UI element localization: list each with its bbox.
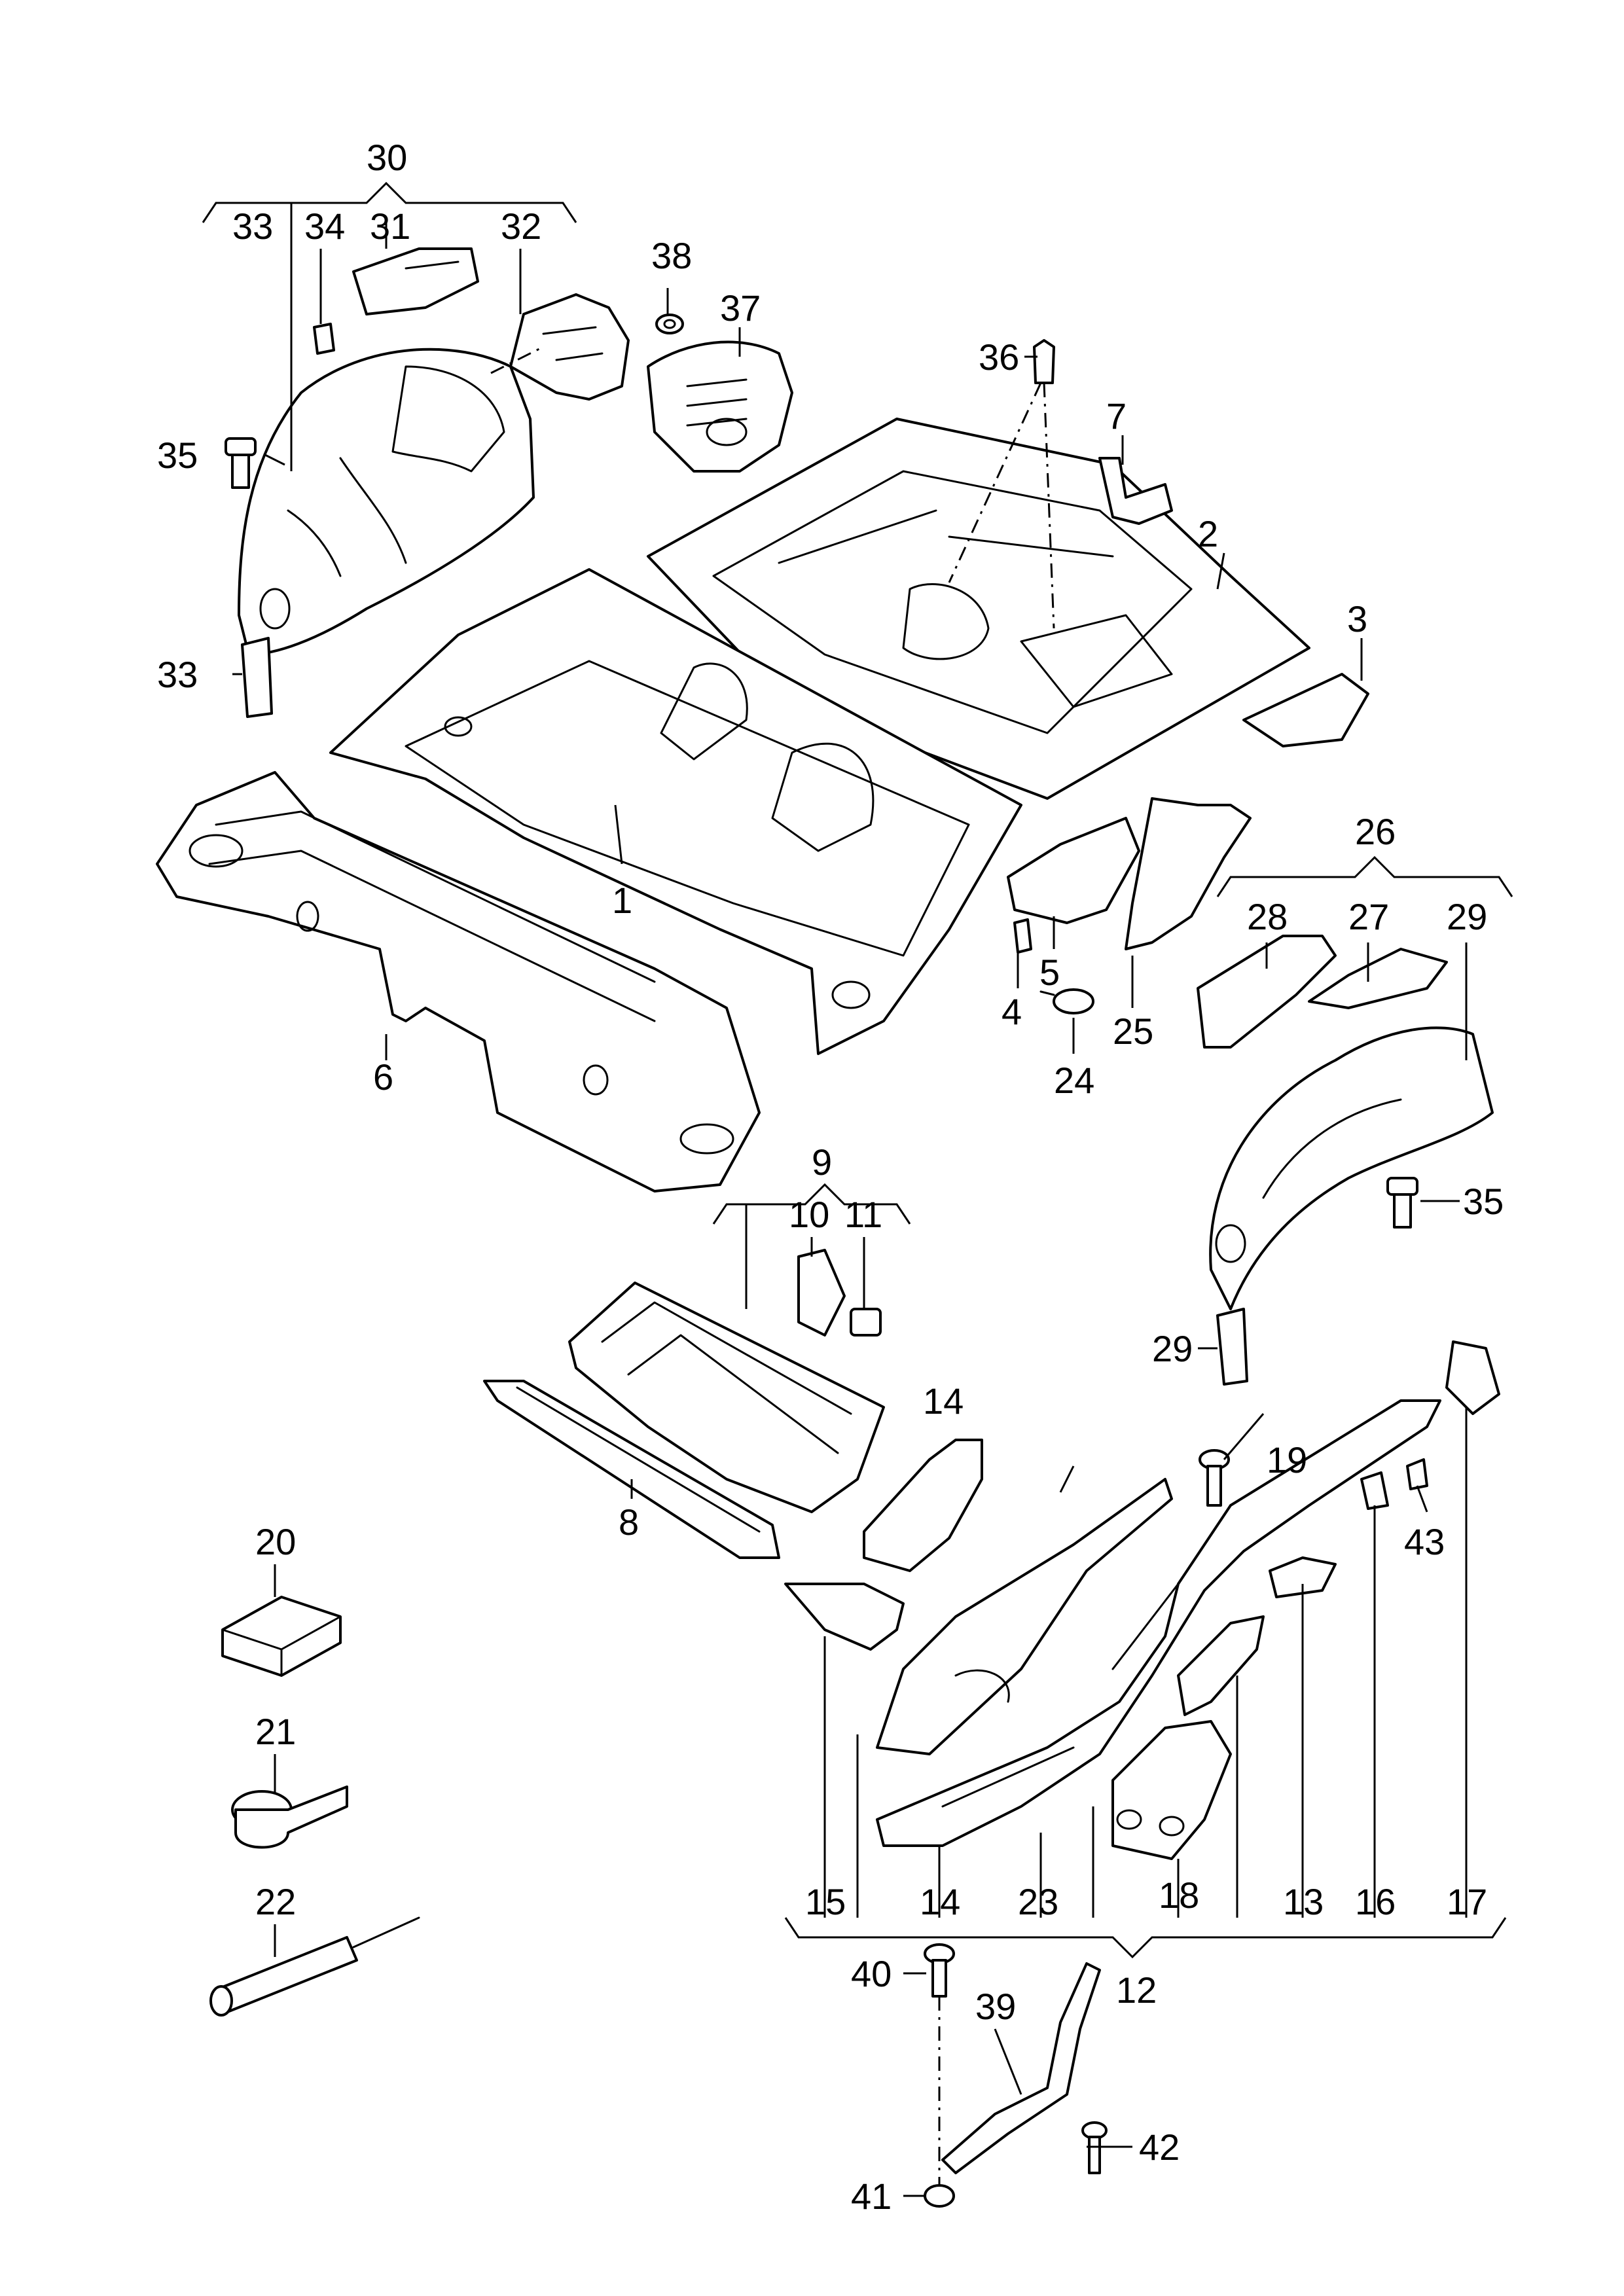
callout-38: 38: [651, 235, 692, 276]
part-21-tape-roll: [231, 1785, 348, 1849]
part-27-bracket: [1308, 948, 1448, 1009]
part-35-bolt-right: [1386, 1177, 1418, 1229]
callout-40: 40: [851, 1953, 892, 1994]
callout-30: 30: [367, 137, 407, 178]
part-40-bolt: [924, 1943, 955, 1998]
callout-34: 34: [304, 206, 345, 247]
part-41-nut: [924, 2184, 955, 2208]
callout-42: 42: [1139, 2126, 1180, 2168]
part-24-bolt: [1039, 988, 1094, 1014]
part-20-pad: [221, 1596, 342, 1677]
callout-20: 20: [255, 1521, 296, 1562]
callout-12: 12: [1116, 1969, 1157, 2011]
callout-23: 23: [1018, 1881, 1058, 1922]
callout-29-lower: 29: [1152, 1328, 1193, 1369]
callout-27: 27: [1348, 896, 1389, 937]
callout-33-lower: 33: [157, 654, 198, 695]
callout-9: 9: [812, 1141, 832, 1183]
callout-7: 7: [1106, 395, 1127, 437]
part-3-panel: [1242, 673, 1369, 747]
part-11-plate: [850, 1308, 882, 1336]
part-5-bracket: [1007, 817, 1140, 924]
callout-2: 2: [1198, 513, 1218, 554]
callout-5: 5: [1039, 952, 1060, 993]
callout-35-left: 35: [157, 435, 198, 476]
callout-21: 21: [255, 1711, 296, 1752]
callout-41: 41: [851, 2176, 892, 2217]
callout-35-right: 35: [1463, 1181, 1504, 1222]
part-30-left-wheel-housing: [238, 348, 535, 718]
part-25-pillar: [1125, 797, 1252, 950]
part-36-clip: [1033, 339, 1055, 384]
callout-19: 19: [1267, 1439, 1307, 1480]
part-23-side-member: [876, 1478, 1173, 1755]
part-29-right-wheel-housing: [1209, 1026, 1494, 1386]
callout-15: 15: [805, 1881, 846, 1922]
callout-13: 13: [1283, 1881, 1324, 1922]
callout-36: 36: [979, 336, 1019, 378]
callout-1: 1: [612, 880, 632, 921]
callout-22: 22: [255, 1881, 296, 1922]
callout-25: 25: [1113, 1011, 1153, 1052]
part-37-cover: [647, 340, 793, 473]
part-12-lower-bracket: [1177, 1615, 1265, 1716]
part-17-plate: [1445, 1340, 1500, 1415]
callout-29-upper: 29: [1447, 896, 1487, 937]
part-14-upper: [863, 1439, 983, 1572]
part-19-bolt: [1199, 1449, 1230, 1507]
part-10-bracket: [797, 1249, 846, 1336]
part-43-clip: [1406, 1458, 1428, 1490]
part-34-clip: [313, 323, 335, 355]
callout-8: 8: [619, 1501, 639, 1543]
callout-32: 32: [501, 206, 541, 247]
callout-3: 3: [1347, 598, 1367, 639]
part-31-bracket: [352, 247, 479, 315]
part-28-bracket: [1197, 935, 1337, 1049]
callout-17: 17: [1447, 1881, 1487, 1922]
callout-16: 16: [1355, 1881, 1396, 1922]
callout-10: 10: [789, 1194, 829, 1235]
part-12-main-rail: [876, 1399, 1441, 1847]
part-15-bracket: [784, 1583, 905, 1651]
callout-14-lower: 14: [920, 1881, 960, 1922]
part-13-bracket: [1269, 1556, 1337, 1598]
callout-6: 6: [373, 1056, 393, 1098]
callout-24: 24: [1054, 1060, 1094, 1101]
callout-26: 26: [1355, 811, 1396, 852]
part-1-floor-pan: [329, 568, 1022, 1055]
part-38-nut: [655, 314, 684, 334]
part-39-strut: [941, 1962, 1101, 2174]
callout-11: 11: [844, 1194, 882, 1235]
callout-31: 31: [370, 206, 410, 247]
part-35-bolt-left: [225, 437, 257, 489]
callout-labels: 1 2 3 4 5 6 7 8 9 10 11 12 13 14 14 15 1…: [157, 137, 1504, 2217]
part-22-tube: [209, 1916, 420, 2017]
callout-33-upper: 33: [232, 206, 273, 247]
part-8-sill: [483, 1380, 780, 1559]
callout-37: 37: [720, 287, 761, 329]
callout-18: 18: [1159, 1874, 1199, 1916]
part-7-bracket: [1098, 457, 1173, 525]
part-16-clip: [1360, 1471, 1389, 1510]
callout-43: 43: [1404, 1521, 1445, 1562]
callout-4: 4: [1001, 991, 1022, 1032]
part-4-clip: [1013, 918, 1032, 954]
part-9-floor-section: [568, 1282, 885, 1513]
callout-14-upper: 14: [923, 1380, 964, 1422]
part-32-bracket: [509, 293, 630, 401]
part-6-cross-member: [156, 771, 761, 1193]
part-18-bracket: [1111, 1720, 1232, 1860]
callout-39: 39: [975, 1986, 1016, 2027]
callout-28: 28: [1247, 896, 1288, 937]
